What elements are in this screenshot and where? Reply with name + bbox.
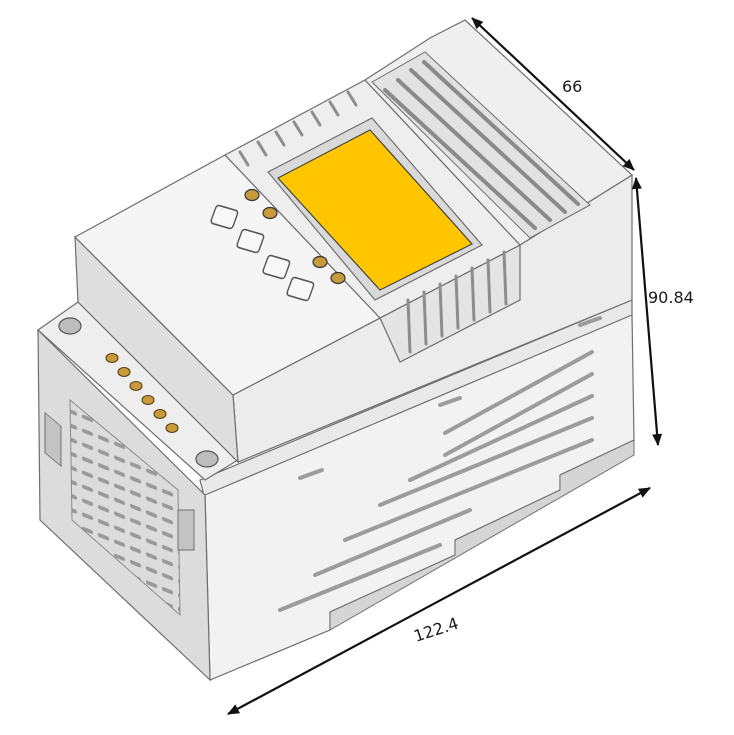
ventilation-slot <box>438 396 462 407</box>
ventilation-slot <box>256 140 268 157</box>
ventilation-slot <box>310 110 322 127</box>
led-indicator-icon <box>262 206 278 220</box>
dimension-arrow-length <box>227 487 651 715</box>
ventilation-slot <box>406 298 412 354</box>
ventilation-slot <box>383 88 537 230</box>
ventilation-slot <box>408 394 594 482</box>
module-ribs-front <box>406 250 508 354</box>
led-indicator-icon <box>330 271 346 285</box>
dimension-label-depth: 66 <box>562 77 582 96</box>
ventilation-slot <box>578 316 602 327</box>
ventilation-slot <box>422 290 428 346</box>
ventilation-slot <box>438 282 444 338</box>
push-button-icon <box>210 204 239 230</box>
terminal-row <box>105 353 179 433</box>
terminal-screw-icon <box>153 409 167 419</box>
end-vent-grid <box>69 398 181 617</box>
ventilation-slot <box>346 90 358 107</box>
dimension-label-height: 90.84 <box>648 288 694 307</box>
push-button-icon <box>236 228 265 254</box>
mounting-hole-icon <box>58 317 82 335</box>
ventilation-slot <box>292 120 304 137</box>
module-ribs-top <box>238 90 358 167</box>
control-buttons <box>210 204 315 302</box>
ventilation-slot <box>328 100 340 117</box>
push-button-icon <box>286 276 315 302</box>
dimension-arrow-depth <box>471 17 635 171</box>
center-module <box>224 79 521 363</box>
terminal-screw-icon <box>141 395 155 405</box>
terminal-screw-icon <box>129 381 143 391</box>
push-button-icon <box>262 254 291 280</box>
ventilation-slot <box>486 258 492 314</box>
ventilation-slot <box>454 274 460 330</box>
ventilation-slot <box>443 350 594 435</box>
led-indicator-icon <box>244 188 260 202</box>
led-indicators <box>244 188 346 285</box>
terminal-screw-icon <box>165 423 179 433</box>
end-clip-right <box>177 509 195 551</box>
led-indicator-icon <box>312 255 328 269</box>
terminal-shelf <box>37 301 239 481</box>
mounting-hole-icon <box>195 450 219 468</box>
dimension-arrow-height <box>631 177 663 446</box>
ventilation-slot <box>298 468 324 480</box>
terminal-screw-icon <box>105 353 119 363</box>
ventilation-slot <box>502 250 508 306</box>
terminal-screw-icon <box>117 367 131 377</box>
ventilation-slot <box>238 150 250 167</box>
ventilation-slot <box>470 266 476 322</box>
end-clip-left <box>44 411 62 468</box>
dimension-label-length: 122.4 <box>411 614 460 646</box>
ventilation-slot <box>443 372 594 457</box>
dimension-lines <box>227 17 663 715</box>
ventilation-slot <box>274 130 286 147</box>
lcd-screen-icon <box>277 129 473 291</box>
